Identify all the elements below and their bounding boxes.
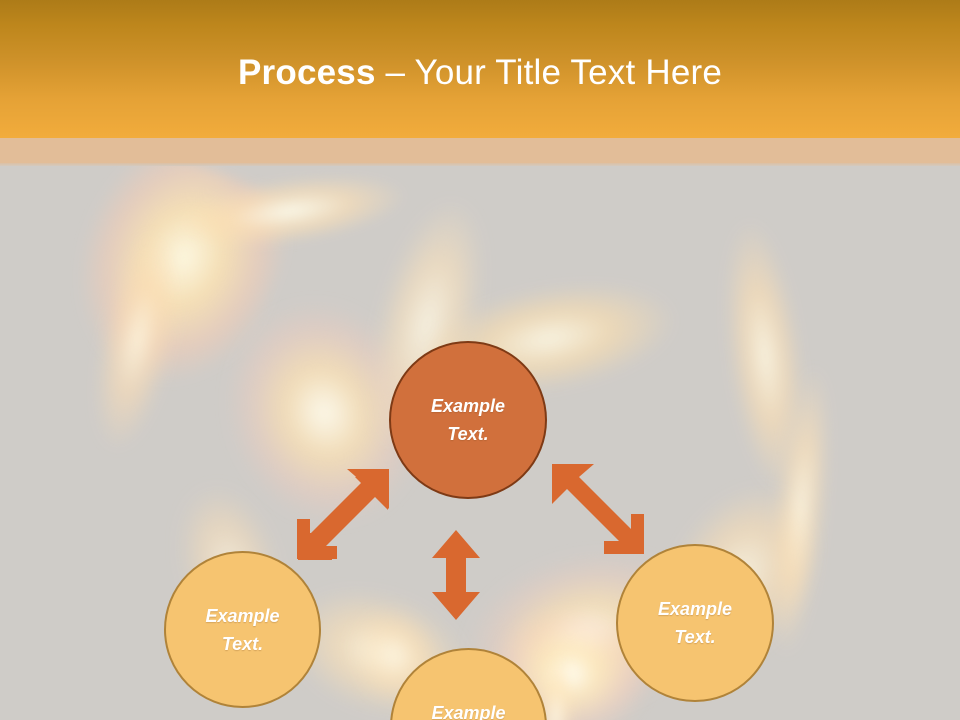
connector-top-to-left[interactable] [296,468,398,567]
connector-top-to-right[interactable] [543,463,645,560]
node-label-line1: Example [431,702,506,720]
node-label-line1: Example [657,599,733,619]
node-label-line2: Text. [221,633,264,654]
page-title: Process – Your Title Text Here [0,52,960,94]
slide-body: Example Text. Example Text. Example Text… [0,166,960,720]
slide-header [0,0,960,138]
process-node-top[interactable]: Example Text. [389,341,547,499]
node-label-line1: Example [205,605,280,626]
process-node-right[interactable]: Example Text. [616,544,774,702]
header-band-edge [0,163,960,167]
double-headed-vertical-arrow-icon [432,530,480,620]
flame-wisp-icon [52,226,218,476]
connector-top-to-bottom[interactable] [430,529,482,626]
node-label-line2: Text. [674,627,716,647]
header-accent-band [0,138,960,166]
flame-wisp-icon [672,197,858,515]
page-title-light: Your Title Text Here [414,53,722,92]
double-headed-diagonal-arrow-icon [552,464,644,554]
node-label-line2: Text. [447,424,489,444]
page-title-bold: Process [238,53,376,92]
process-node-left[interactable]: Example Text. [164,551,321,708]
flame-wisp-icon [24,166,306,421]
flame-wisp-icon [136,166,444,267]
page-title-separator: – [375,53,415,92]
double-headed-diagonal-arrow-icon [297,469,389,567]
node-label-line1: Example [430,396,506,416]
